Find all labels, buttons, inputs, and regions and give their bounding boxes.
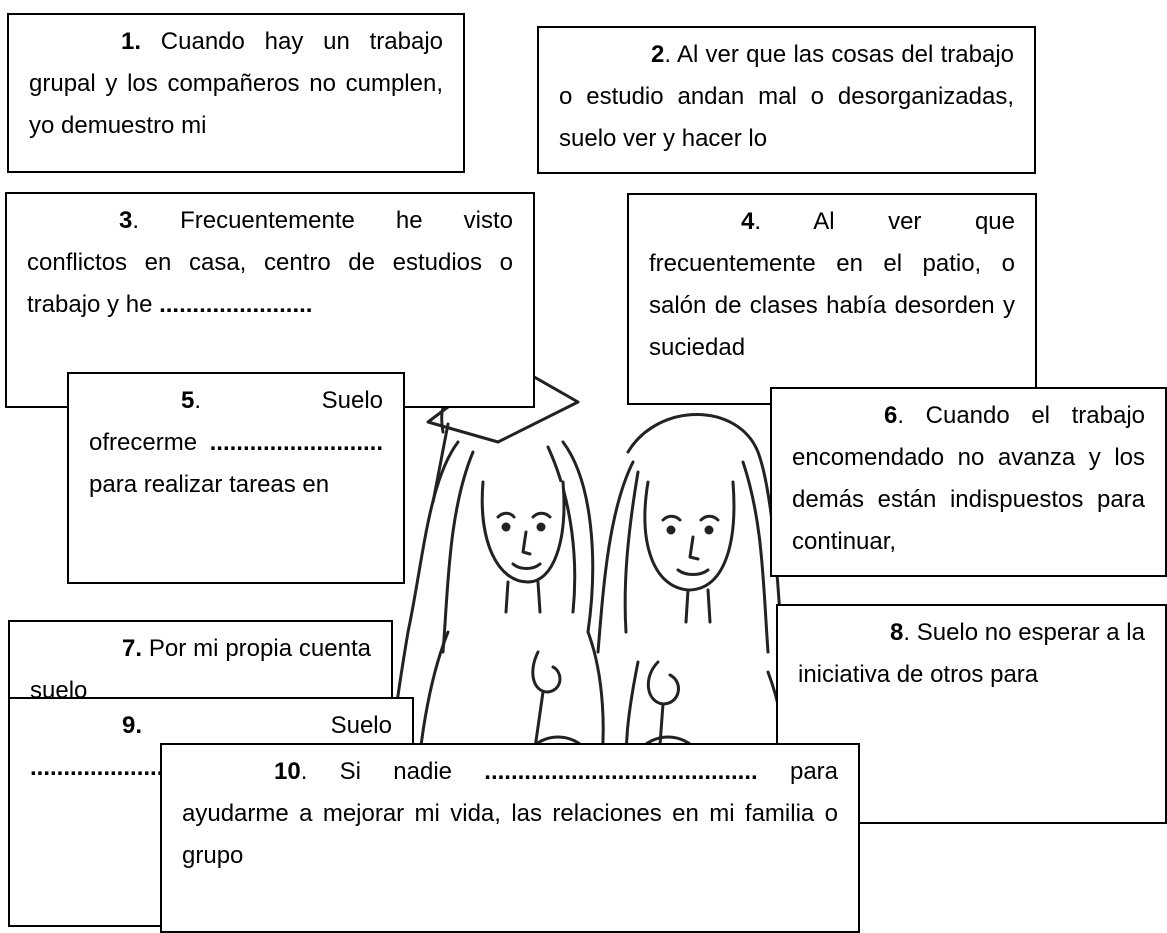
question-box-6: 6. Cuando el trabajo encomendado no avan… xyxy=(770,387,1167,577)
question-number: 3 xyxy=(119,207,133,234)
question-number: 2 xyxy=(651,41,665,68)
question-box-1: 1. Cuando hay un trabajo grupal y los co… xyxy=(7,13,465,173)
answer-blank: .......................... xyxy=(209,429,383,456)
question-number: 9. xyxy=(122,712,143,739)
question-number: 7. xyxy=(122,635,143,662)
question-number: 6 xyxy=(884,402,898,429)
question-number: 4 xyxy=(741,208,755,235)
question-text: Cuando hay un trabajo grupal y los compa… xyxy=(29,28,443,139)
question-text: . Suelo ofrecerme xyxy=(89,387,383,456)
question-text: Suelo xyxy=(142,712,392,739)
answer-blank: ........................................… xyxy=(484,758,758,785)
question-number: 5 xyxy=(181,387,195,414)
question-number: 1. xyxy=(121,28,142,55)
question-box-5: 5. Suelo ofrecerme .....................… xyxy=(67,372,405,584)
question-box-10: 10. Si nadie ...........................… xyxy=(160,743,860,933)
question-box-2: 2. Al ver que las cosas del trabajo o es… xyxy=(537,26,1036,174)
question-text: . Al ver que las cosas del trabajo o est… xyxy=(559,41,1014,152)
question-number: 8 xyxy=(890,619,904,646)
question-text: . Al ver que frecuentemente en el patio,… xyxy=(649,208,1015,361)
question-number: 10 xyxy=(274,758,301,785)
question-text: . Frecuentemente he visto conflictos en … xyxy=(27,207,513,318)
question-text: . Suelo no esperar a la iniciativa de ot… xyxy=(798,619,1145,688)
question-box-4: 4. Al ver que frecuentemente en el patio… xyxy=(627,193,1037,405)
question-text: . Si nadie xyxy=(300,758,485,785)
question-text: . Cuando el trabajo encomendado no avanz… xyxy=(792,402,1145,555)
question-text-continued: para ayudarme a mejorar mi vida, las rel… xyxy=(182,758,839,869)
question-text-continued: para realizar tareas en xyxy=(89,471,330,498)
question-text: Por mi propia cuenta suelo xyxy=(30,635,371,704)
answer-blank: ....................... xyxy=(159,291,313,318)
left-face xyxy=(480,480,566,584)
